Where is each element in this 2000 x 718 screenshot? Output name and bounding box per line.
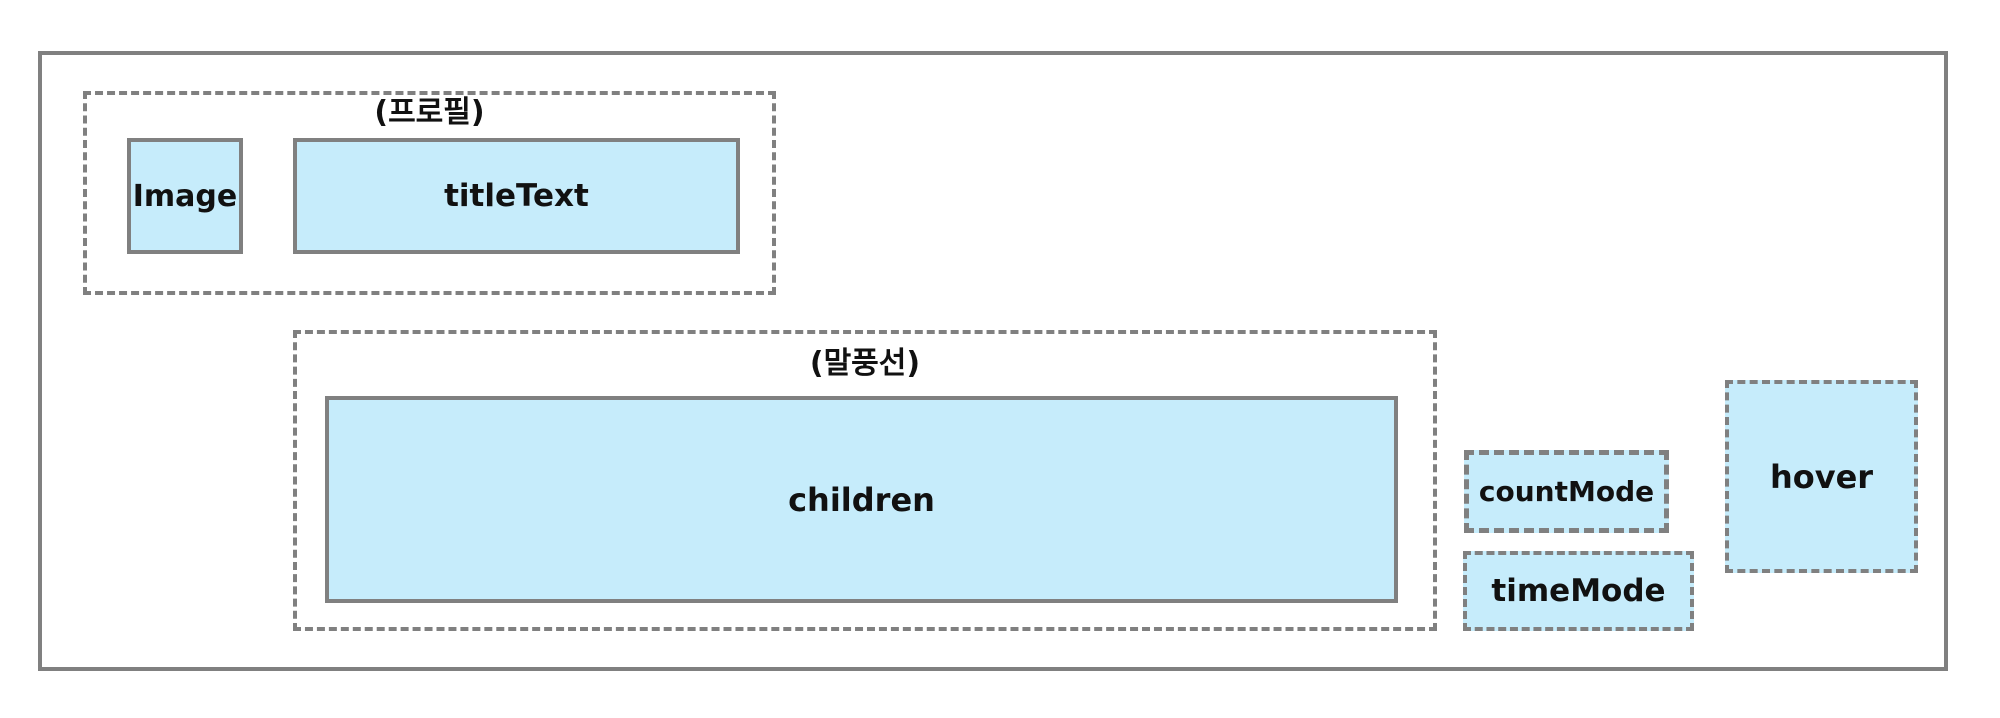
component-container — [38, 51, 1948, 671]
time-mode-box: timeMode — [1463, 551, 1694, 631]
count-mode-box: countMode — [1464, 450, 1669, 533]
image-box: Image — [127, 138, 243, 254]
children-box: children — [325, 396, 1398, 603]
count-mode-box-label: countMode — [1478, 475, 1655, 508]
hover-box-label: hover — [1769, 457, 1874, 496]
title-text-box-label: titleText — [444, 178, 589, 214]
bubble-group: (말풍선) — [293, 330, 1437, 631]
hover-box: hover — [1725, 380, 1918, 573]
profile-group: (프로필) — [83, 91, 776, 295]
bubble-group-label: (말풍선) — [809, 346, 921, 381]
time-mode-box-label: timeMode — [1491, 573, 1666, 609]
image-box-label: Image — [132, 178, 238, 214]
title-text-box: titleText — [293, 138, 740, 254]
children-box-label: children — [788, 480, 935, 519]
profile-group-label: (프로필) — [374, 95, 485, 130]
